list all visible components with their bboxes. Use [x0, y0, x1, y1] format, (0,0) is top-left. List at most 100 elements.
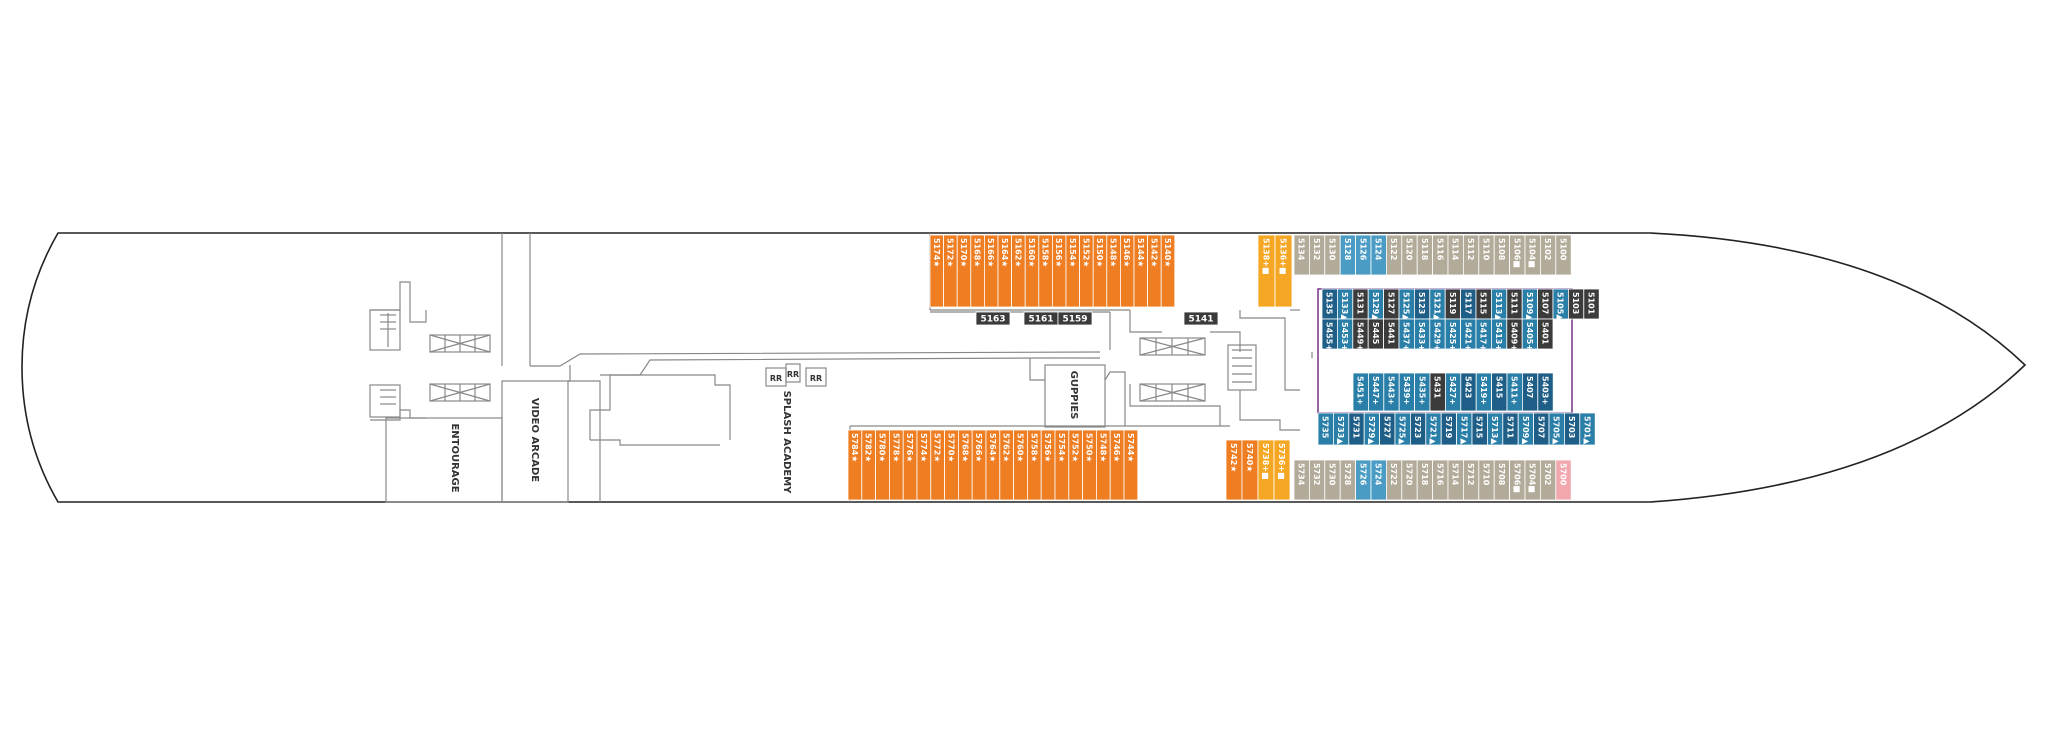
cabin-5740[interactable]: 5740★ — [1241, 439, 1259, 501]
cabin-5129[interactable]: 5129▲ — [1367, 288, 1384, 321]
cabin-5119[interactable]: 5119 — [1444, 288, 1461, 320]
cabin-5405[interactable]: 5405+ — [1521, 318, 1538, 351]
cabin-5419[interactable]: 5419+ — [1475, 372, 1492, 412]
cabin-5138[interactable]: 5138+■ — [1257, 234, 1276, 308]
cabin-5764[interactable]: 5764★ — [985, 429, 1001, 501]
cabin-5733[interactable]: 5733▲ — [1333, 412, 1350, 446]
cabin-5411[interactable]: 5411+ — [1506, 372, 1523, 412]
cabin-5174[interactable]: 5174★ — [929, 234, 945, 308]
cabin-5441[interactable]: 5441 — [1383, 318, 1400, 350]
guppies-label[interactable]: GUPPIES — [1068, 371, 1079, 420]
cabin-5756[interactable]: 5756★ — [1040, 429, 1056, 501]
cabin-5144[interactable]: 5144★ — [1133, 234, 1149, 308]
cabin-5106[interactable]: 5106■ — [1509, 234, 1526, 276]
cabin-5133[interactable]: 5133▲ — [1337, 288, 1354, 321]
cabin-5128[interactable]: 5128 — [1339, 234, 1356, 276]
cabin-5443[interactable]: 5443+ — [1383, 372, 1400, 412]
cabin-5709[interactable]: 5709▲ — [1517, 412, 1534, 446]
cabin-5108[interactable]: 5108 — [1493, 234, 1510, 276]
cabin-5427[interactable]: 5427+ — [1445, 372, 1462, 412]
cabin-5130[interactable]: 5130 — [1324, 234, 1341, 276]
cabin-5746[interactable]: 5746★ — [1109, 429, 1125, 501]
cabin-5704[interactable]: 5704■ — [1524, 459, 1541, 501]
cabin-5131[interactable]: 5131 — [1352, 288, 1369, 320]
cabin-5714[interactable]: 5714 — [1447, 459, 1464, 501]
cabin-5142[interactable]: 5142★ — [1147, 234, 1162, 308]
cabin-5417[interactable]: 5417+ — [1475, 318, 1492, 351]
cabin-5752[interactable]: 5752★ — [1068, 429, 1084, 501]
restroom-label-1[interactable]: RR — [770, 374, 782, 383]
cabin-5162[interactable]: 5162★ — [1011, 234, 1026, 308]
cabin-5742[interactable]: 5742★ — [1225, 439, 1243, 501]
cabin-5116[interactable]: 5116 — [1432, 234, 1449, 276]
cabin-5772[interactable]: 5772★ — [930, 429, 945, 501]
cabin-5717[interactable]: 5717▲ — [1456, 412, 1473, 446]
cabin-5722[interactable]: 5722 — [1386, 459, 1403, 501]
cabin-5445[interactable]: 5445 — [1367, 318, 1384, 350]
cabin-5132[interactable]: 5132 — [1309, 234, 1326, 276]
cabin-5705[interactable]: 5705▲ — [1548, 412, 1565, 446]
cabin-5784[interactable]: 5784★ — [847, 429, 863, 501]
cabin-5748[interactable]: 5748★ — [1096, 429, 1111, 501]
cabin-5708[interactable]: 5708 — [1493, 459, 1510, 501]
cabin-5736[interactable]: 5736+■ — [1273, 439, 1291, 501]
cabin-5729[interactable]: 5729▲ — [1363, 412, 1380, 446]
cabin-5734[interactable]: 5734 — [1293, 459, 1310, 501]
cabin-5435[interactable]: 5435+ — [1414, 372, 1431, 412]
cabin-5731[interactable]: 5731 — [1348, 412, 1365, 446]
cabin-5738[interactable]: 5738+■ — [1257, 439, 1275, 501]
cabin-5102[interactable]: 5102 — [1540, 234, 1557, 276]
cabin-5429[interactable]: 5429+ — [1429, 318, 1446, 351]
cabin-5437[interactable]: 5437+ — [1398, 318, 1415, 351]
cabin-5110[interactable]: 5110 — [1478, 234, 1495, 276]
cabin-5127[interactable]: 5127 — [1383, 288, 1400, 320]
cabin-5112[interactable]: 5112 — [1463, 234, 1480, 276]
cabin-5713[interactable]: 5713▲ — [1487, 412, 1504, 446]
cabin-5707[interactable]: 5707 — [1533, 412, 1550, 446]
cabin-5124[interactable]: 5124 — [1370, 234, 1387, 276]
cabin-5706[interactable]: 5706■ — [1509, 459, 1526, 501]
cabin-5111[interactable]: 5111 — [1506, 288, 1523, 320]
splash-academy-label[interactable]: SPLASH ACADEMY — [781, 391, 792, 495]
cabin-5711[interactable]: 5711 — [1502, 412, 1519, 446]
cabin-5718[interactable]: 5718 — [1416, 459, 1433, 501]
cabin-5719[interactable]: 5719 — [1440, 412, 1457, 446]
cabin-5455[interactable]: 5455+ — [1321, 318, 1338, 351]
cabin-5115[interactable]: 5115 — [1475, 288, 1492, 320]
cabin-5726[interactable]: 5726 — [1355, 459, 1372, 501]
cabin-5431[interactable]: 5431 — [1429, 372, 1446, 412]
cabin-5403[interactable]: 5403+ — [1537, 372, 1554, 412]
cabin-5152[interactable]: 5152★ — [1079, 234, 1094, 308]
cabin-5703[interactable]: 5703 — [1564, 412, 1581, 446]
cabin-5100[interactable]: 5100 — [1555, 234, 1572, 276]
cabin-5725[interactable]: 5725▲ — [1394, 412, 1411, 446]
cabin-5161[interactable]: 5161 — [1023, 311, 1059, 326]
cabin-5768[interactable]: 5768★ — [958, 429, 973, 501]
cabin-5758[interactable]: 5758★ — [1027, 429, 1042, 501]
cabin-5126[interactable]: 5126 — [1355, 234, 1372, 276]
cabin-5113[interactable]: 5113▲ — [1491, 288, 1508, 321]
cabin-5136[interactable]: 5136+■ — [1274, 234, 1293, 308]
cabin-5118[interactable]: 5118 — [1416, 234, 1433, 276]
cabin-5413[interactable]: 5413+ — [1491, 318, 1508, 351]
cabin-5449[interactable]: 5449+ — [1352, 318, 1369, 351]
cabin-5114[interactable]: 5114 — [1447, 234, 1464, 276]
cabin-5123[interactable]: 5123 — [1414, 288, 1431, 320]
cabin-5120[interactable]: 5120 — [1401, 234, 1418, 276]
cabin-5423[interactable]: 5423 — [1460, 372, 1477, 412]
cabin-5453[interactable]: 5453+ — [1337, 318, 1354, 351]
cabin-5447[interactable]: 5447+ — [1368, 372, 1385, 412]
cabin-5117[interactable]: 5117 — [1460, 288, 1477, 320]
cabin-5163[interactable]: 5163 — [975, 311, 1011, 326]
cabin-5770[interactable]: 5770★ — [944, 429, 959, 501]
cabin-5168[interactable]: 5168★ — [970, 234, 985, 308]
cabin-5762[interactable]: 5762★ — [999, 429, 1014, 501]
cabin-5728[interactable]: 5728 — [1339, 459, 1356, 501]
cabin-5776[interactable]: 5776★ — [902, 429, 918, 501]
cabin-5439[interactable]: 5439+ — [1398, 372, 1415, 412]
restroom-label-2[interactable]: RR — [787, 370, 799, 379]
cabin-5148[interactable]: 5148★ — [1106, 234, 1121, 308]
cabin-5774[interactable]: 5774★ — [916, 429, 932, 501]
cabin-5760[interactable]: 5760★ — [1013, 429, 1028, 501]
cabin-5109[interactable]: 5109▲ — [1521, 288, 1538, 321]
